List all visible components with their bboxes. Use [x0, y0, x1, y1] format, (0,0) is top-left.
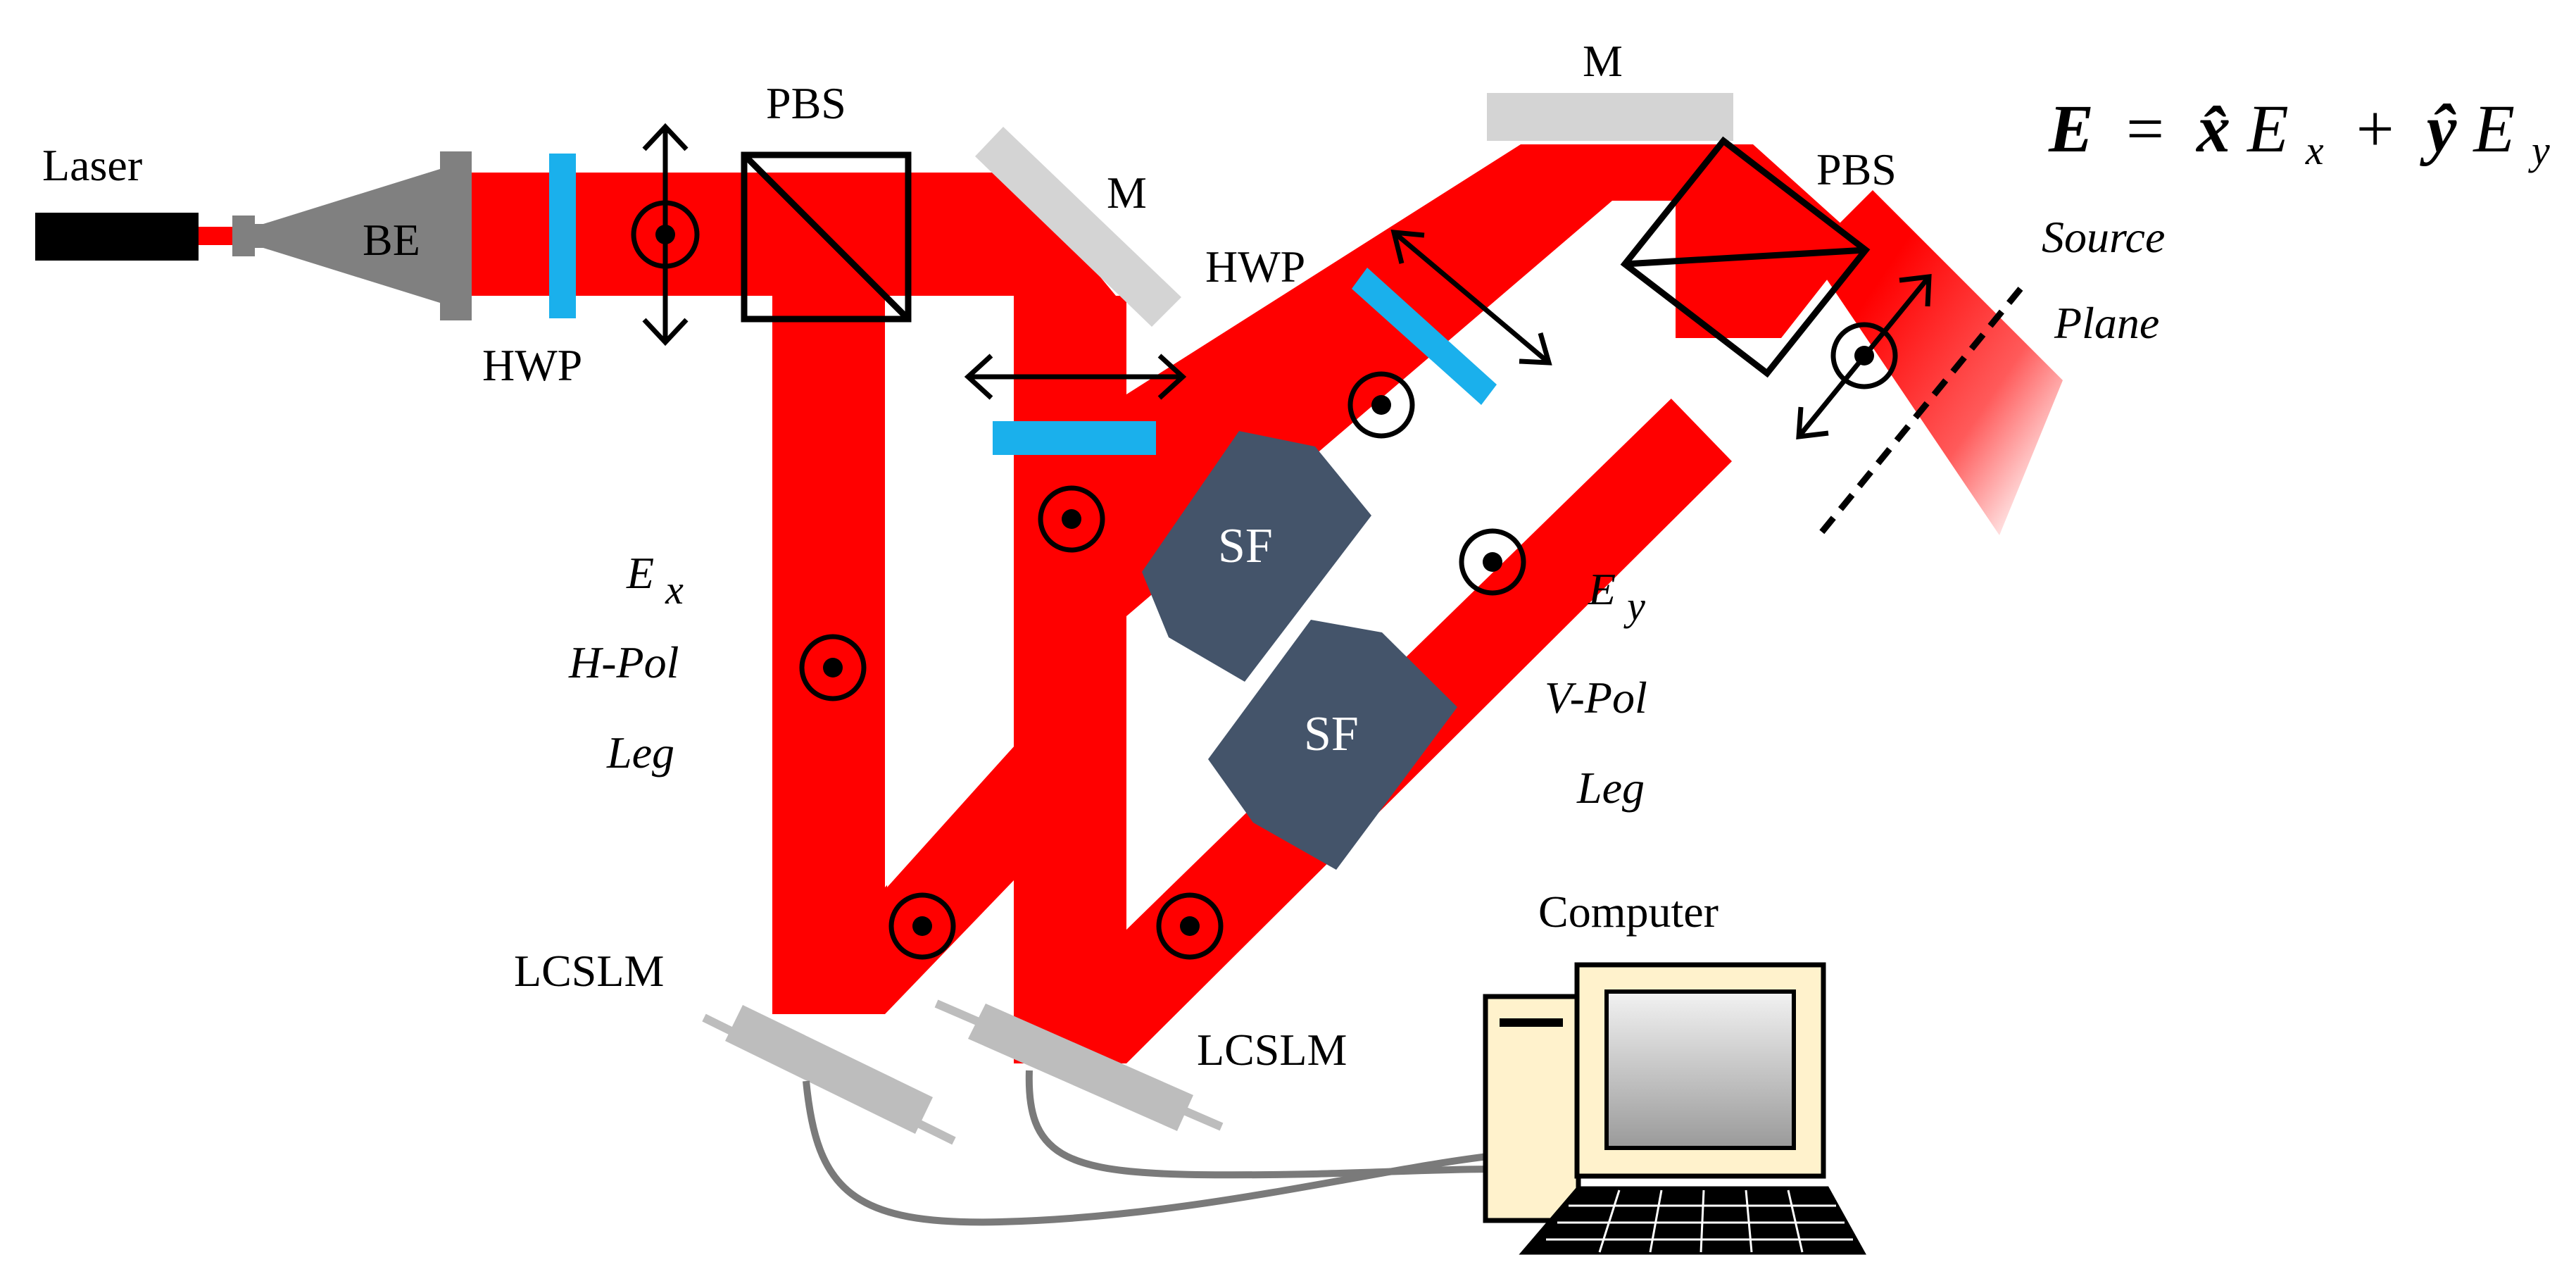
pbs-1-label: PBS [766, 78, 846, 128]
mirror-2 [1487, 93, 1733, 141]
eq-plus: + [2356, 91, 2394, 166]
sf-2-label: SF [1304, 707, 1359, 761]
polarization-arrow-diagonal-1 [1390, 230, 1552, 366]
x-leg-pol: H-Pol [568, 637, 679, 687]
spatial-filter-2: SF [1208, 620, 1457, 870]
eq-lhs: E [2048, 91, 2094, 166]
pbs-2 [1620, 136, 1871, 378]
y-leg-pol: V-Pol [1545, 673, 1647, 723]
mirror-1 [975, 127, 1181, 327]
lcslm-right-label: LCSLM [1197, 1025, 1347, 1075]
eq-ex: E [2246, 91, 2289, 166]
source-plane-line2: Plane [2054, 298, 2159, 348]
lcslm-right: LCSLM [934, 999, 1347, 1131]
eq-ex-sub: x [2305, 127, 2324, 173]
x-leg-field: E [626, 548, 654, 598]
x-leg-vertical-beam [772, 296, 885, 1014]
svg-text:E x: E x [626, 548, 684, 613]
eq-equals: = [2126, 91, 2164, 166]
reflected-vertical-beam [1014, 296, 1126, 1063]
y-leg-sub: y [1623, 583, 1645, 629]
hwp-1-label: HWP [482, 340, 582, 390]
be-label: BE [363, 215, 420, 265]
output-beam-gradient [1809, 190, 2063, 535]
pbs-1 [741, 151, 912, 323]
field-equation: E = x̂ E x + ŷ E y [2048, 91, 2550, 179]
eq-xhat: x̂ [2195, 91, 2230, 166]
x-leg-leg: Leg [606, 727, 674, 777]
leg-polarization-dots [799, 371, 1526, 960]
laser-output-beam [194, 227, 236, 245]
laser-body [35, 213, 199, 261]
source-plane-line1: Source [2042, 212, 2165, 262]
computer-icon [1483, 962, 1866, 1255]
beam-gap-1 [885, 296, 1014, 887]
laser-label: Laser [42, 140, 142, 190]
mirror-1-label: M [1107, 168, 1147, 218]
hwp-reflected-leg [993, 421, 1156, 455]
polarization-arrow-horizontal [964, 354, 1187, 400]
hwp-2 [1352, 268, 1497, 405]
y-leg-field: E [1588, 564, 1616, 614]
computer-label: Computer [1538, 887, 1719, 937]
y-leg-leg: Leg [1576, 763, 1645, 813]
lcslm-left: LCSLM [514, 946, 956, 1145]
sf-1-label: SF [1218, 519, 1273, 573]
x-leg-diagonal-beam [885, 747, 1014, 1014]
pbs-2-label: PBS [1816, 144, 1897, 194]
hwp-2-label: HWP [1205, 242, 1305, 292]
spatial-filter-1: SF [1142, 431, 1371, 682]
x-leg-label: E x H-Pol Leg [568, 548, 684, 777]
polarization-dot-output [1854, 346, 1874, 366]
x-leg-sub: x [665, 567, 684, 613]
svg-text:E = x̂ E: E = x̂ E x + ŷ E y [2048, 91, 2550, 179]
computer-cables [803, 1070, 1500, 1226]
source-plane-line [1814, 287, 2023, 541]
polarization-dot-1 [655, 225, 675, 244]
eq-ey: E [2472, 91, 2515, 166]
svg-text:E y: E y [1588, 564, 1645, 629]
hwp-1 [549, 154, 576, 318]
leg-polarization-centers [823, 395, 1502, 936]
mirror-2-label: M [1583, 36, 1623, 86]
beam-expander: BE [232, 151, 472, 320]
y-leg-label: E y V-Pol Leg [1545, 564, 1647, 813]
lcslm-left-label: LCSLM [514, 946, 664, 996]
eq-ey-sub: y [2528, 127, 2550, 173]
eq-yhat: ŷ [2420, 91, 2457, 166]
